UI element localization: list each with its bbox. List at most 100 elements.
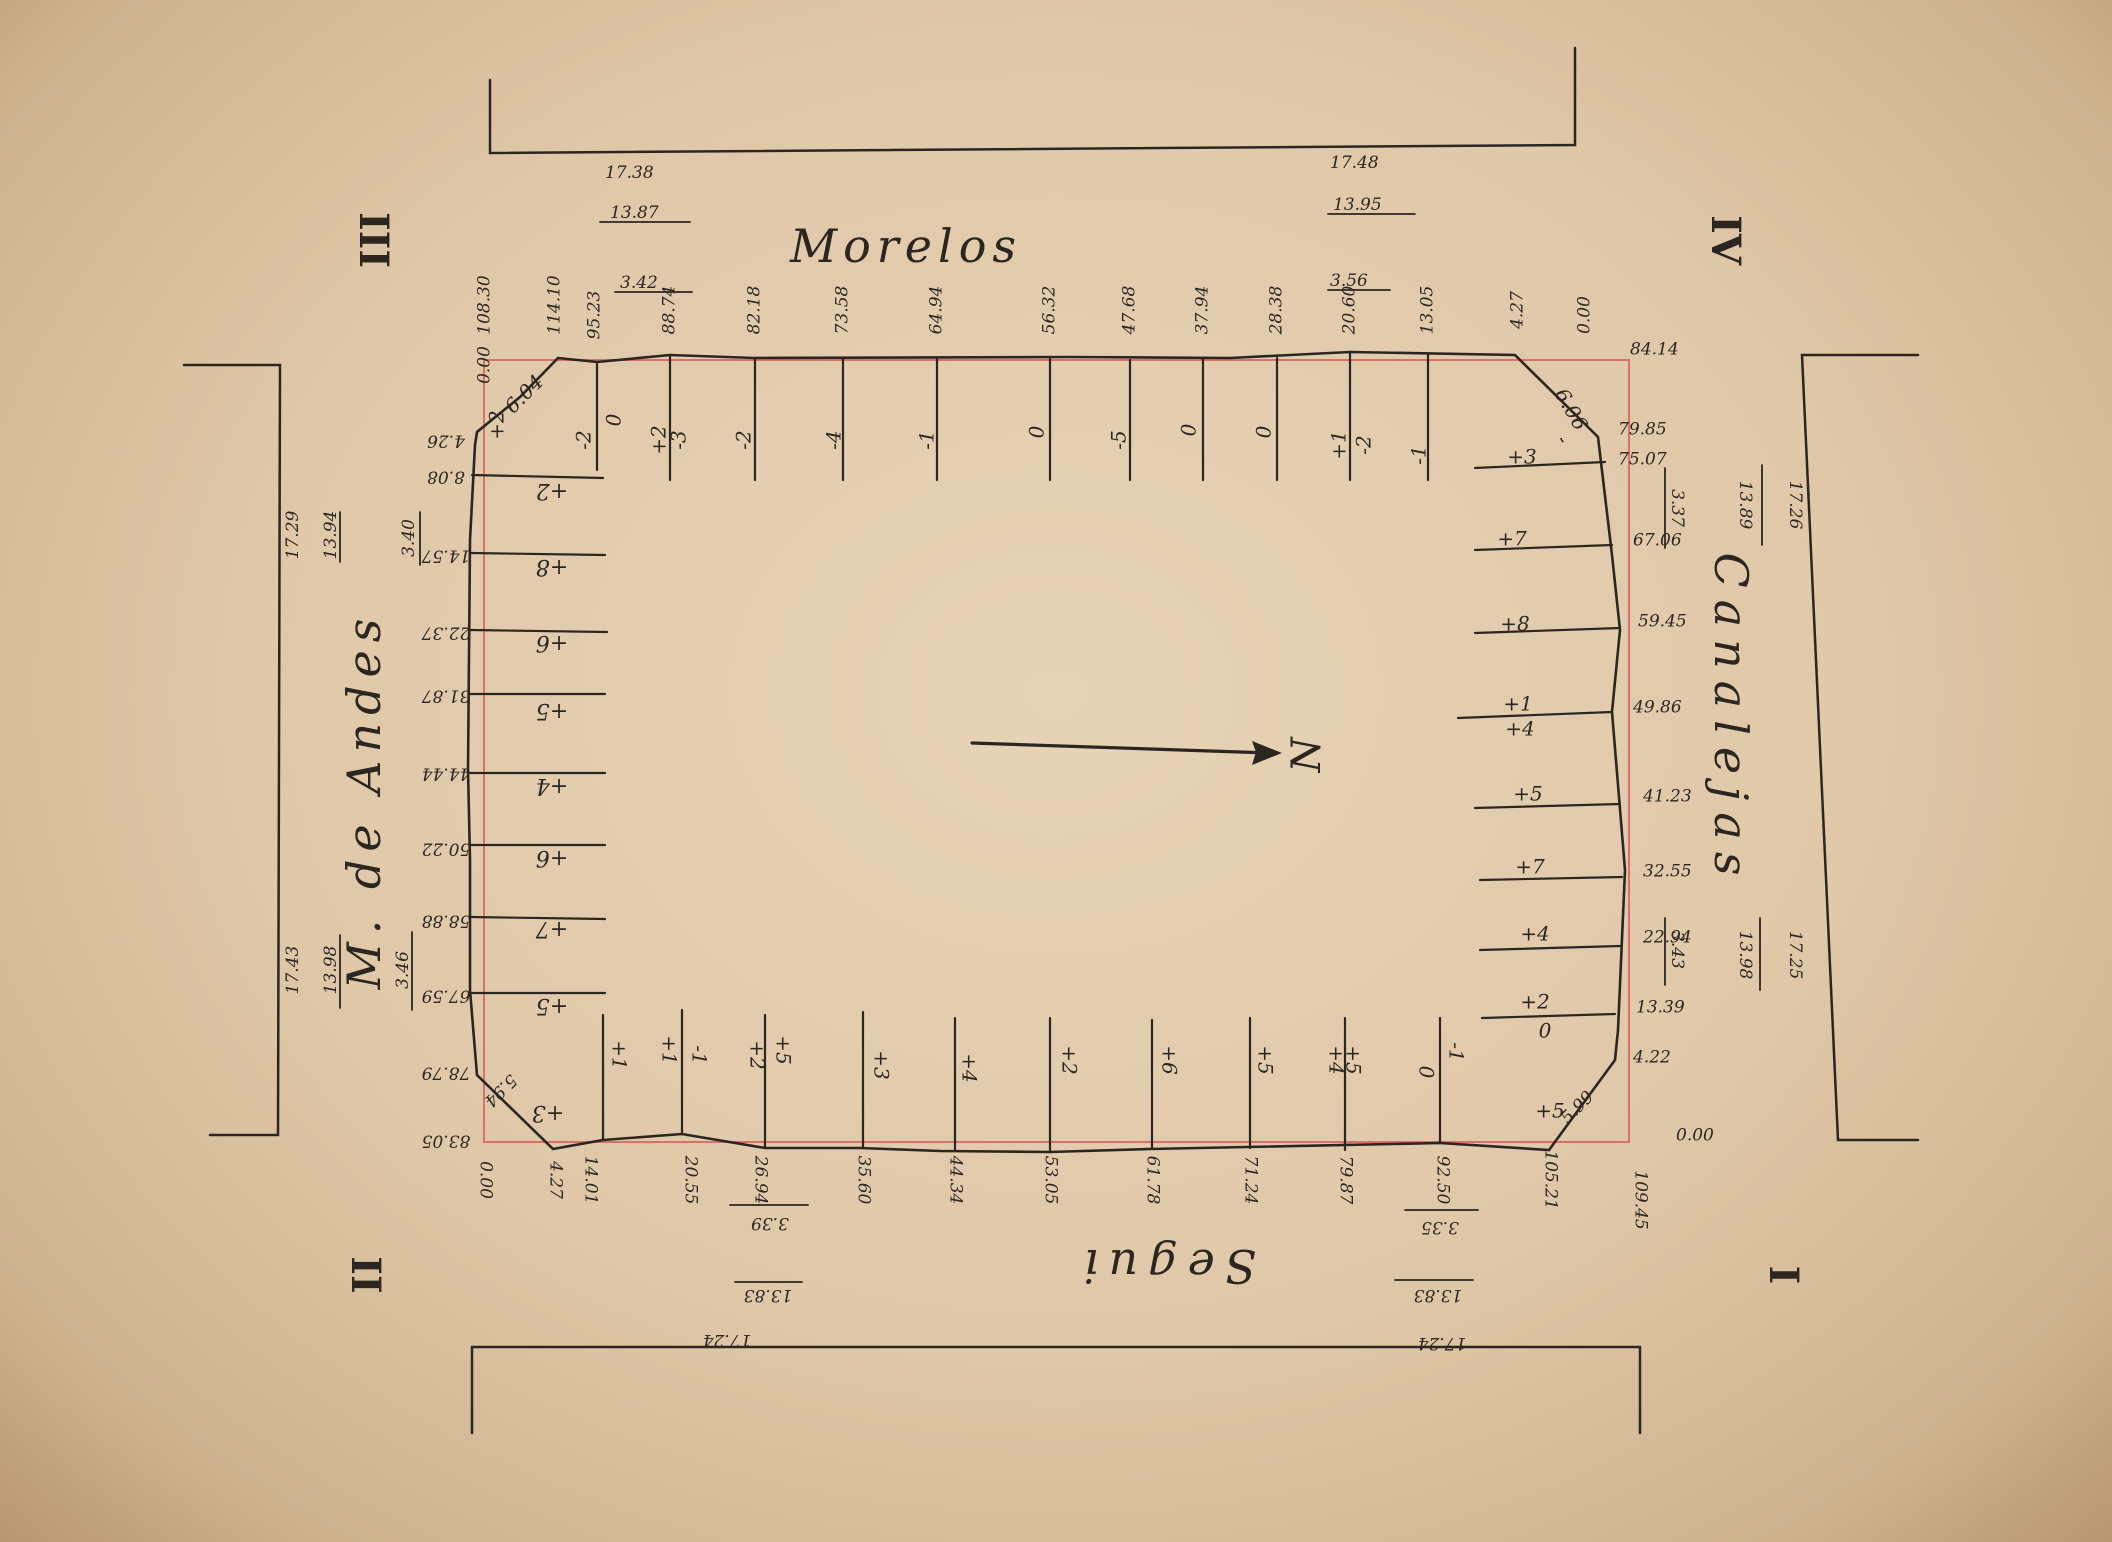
bottom-station-label: 0.00 xyxy=(476,1161,496,1199)
top-station-label: 108.30 xyxy=(475,275,495,335)
right-offset-label: +7 xyxy=(1515,855,1545,879)
left-station-label: 4.26 xyxy=(427,431,466,451)
right-station-label: 75.07 xyxy=(1618,450,1667,470)
top-offset-label: -2 xyxy=(572,430,596,449)
top-offset-label: -2 xyxy=(732,430,756,449)
right-station-label: 79.85 xyxy=(1618,420,1667,440)
width-underlines xyxy=(339,213,1763,1283)
top-station-label: 56.32 xyxy=(1040,286,1060,335)
right-offset-label: +8 xyxy=(1500,612,1529,636)
left-offset-label: +6 xyxy=(536,845,568,870)
bottom-curb-line xyxy=(470,1345,1642,1435)
width-right-upper-walk: 3.37 xyxy=(1667,489,1687,527)
left-station-label: 8.08 xyxy=(427,467,465,487)
right-offset-label: +5 xyxy=(1513,782,1542,806)
right-station-label: 109.45 xyxy=(1631,1170,1651,1229)
width-right-lower-walk: 3.43 xyxy=(1667,931,1687,969)
left-offset-label: +2 xyxy=(536,478,568,503)
top-station-label: 28.38 xyxy=(1267,285,1287,335)
right-widths: 17.26 13.89 3.37 17.25 13.98 3.43 xyxy=(1667,481,1805,980)
top-offset-lines xyxy=(595,350,1430,482)
width-top-right-road: 13.95 xyxy=(1333,195,1382,215)
top-offset-label: +2 xyxy=(647,425,671,454)
top-station-label: 114.10 xyxy=(545,275,565,335)
left-offset-label: +6 xyxy=(536,630,568,655)
bottom-offset-label: +5 xyxy=(772,1035,796,1064)
north-arrow-label: N xyxy=(1284,736,1330,774)
left-curb-line xyxy=(182,363,282,1137)
street-name-east: Canalejas xyxy=(1704,553,1758,888)
width-top-right-walk: 3.56 xyxy=(1330,271,1368,291)
bottom-offset-label: +6 xyxy=(1158,1045,1182,1075)
width-left-upper-walk: 3.40 xyxy=(399,519,419,557)
right-station-label: 59.45 xyxy=(1638,612,1687,632)
left-station-label: 22.37 xyxy=(421,623,471,643)
left-offset-label: +4 xyxy=(536,773,568,798)
left-station-label: 67.59 xyxy=(421,986,470,1006)
left-widths: 17.29 13.94 3.40 17.43 13.98 3.46 xyxy=(283,510,419,994)
top-curb-line xyxy=(488,46,1577,155)
top-offset-label: 0 xyxy=(1252,425,1276,438)
right-offset-label: +5 xyxy=(1535,1099,1564,1123)
width-right-upper-road: 13.89 xyxy=(1735,481,1755,530)
top-offset-label: -2 xyxy=(1352,435,1376,454)
right-offset-label: +2 xyxy=(1520,990,1549,1014)
top-station-label: 88.74 xyxy=(660,286,680,335)
top-station-label: 95.23 xyxy=(585,291,605,340)
width-right-upper-total: 17.26 xyxy=(1785,481,1805,530)
top-offset-label: 0 xyxy=(1177,423,1201,436)
width-top-left-road: 13.87 xyxy=(610,203,659,223)
width-bottom-left-total: 17.24 xyxy=(703,1330,752,1350)
right-station-label: 41.23 xyxy=(1642,787,1692,807)
bottom-widths: 17.24 13.83 3.39 17.24 13.83 3.35 xyxy=(703,1213,1467,1353)
right-offset-label: +4 xyxy=(1505,717,1534,741)
curb-brackets xyxy=(182,46,1920,1435)
bottom-station-label: 79.87 xyxy=(1336,1156,1356,1205)
top-station-label: 64.94 xyxy=(927,286,947,335)
width-top-left-total: 17.38 xyxy=(605,163,654,183)
right-offset-label: +3 xyxy=(1507,445,1536,469)
right-offset-label: +1 xyxy=(1503,692,1532,716)
top-offset-label: 0 xyxy=(1025,425,1049,438)
width-bottom-left-walk: 3.39 xyxy=(751,1213,789,1233)
left-offset-label: +3 xyxy=(532,1100,564,1125)
left-offset-label: +5 xyxy=(536,993,568,1018)
left-station-label: 78.79 xyxy=(421,1063,470,1083)
top-station-label: 0.00 xyxy=(475,346,495,384)
block-boundary xyxy=(466,350,1627,1154)
top-offset-label: -1 xyxy=(1407,445,1431,464)
top-station-label: 13.05 xyxy=(1418,286,1438,335)
top-offset-label: - xyxy=(1551,430,1575,448)
street-name-west: M. de Andes xyxy=(337,611,391,991)
top-offset-label: -3 xyxy=(667,430,691,449)
bottom-offset-label: +3 xyxy=(870,1050,894,1079)
bottom-offset-label: +2 xyxy=(1058,1045,1082,1074)
width-right-lower-road: 13.98 xyxy=(1735,931,1755,980)
top-station-label: 73.58 xyxy=(833,285,853,334)
bottom-station-label: 4.27 xyxy=(546,1160,566,1199)
right-station-label: 32.55 xyxy=(1643,862,1692,882)
left-offset-label: +5 xyxy=(536,698,568,723)
reference-rectangle xyxy=(483,359,1630,1143)
right-offset-label: +7 xyxy=(1497,527,1527,551)
right-station-label: 13.39 xyxy=(1636,998,1685,1018)
width-bottom-right-total: 17.24 xyxy=(1418,1333,1467,1353)
bottom-station-label: 71.24 xyxy=(1241,1156,1261,1205)
width-top-right-total: 17.48 xyxy=(1330,153,1379,173)
width-top-left-walk: 3.42 xyxy=(620,273,658,293)
bottom-offset-label: +4 xyxy=(1325,1045,1349,1074)
right-station-label: 4.22 xyxy=(1632,1048,1671,1068)
right-station-label: 0.00 xyxy=(1676,1126,1714,1146)
bottom-station-label: 14.01 xyxy=(581,1156,601,1205)
corner-label-bottom-right: I xyxy=(1760,1266,1807,1285)
bottom-station-label: 92.50 xyxy=(1433,1156,1453,1205)
corner-label-bottom-left: II xyxy=(342,1256,389,1293)
width-bottom-right-walk: 3.35 xyxy=(1421,1217,1459,1237)
left-station-label: 50.22 xyxy=(422,839,471,859)
left-station-label: 31.87 xyxy=(421,686,470,706)
north-arrow: N xyxy=(970,736,1330,774)
left-offset-lines xyxy=(468,473,609,995)
left-station-label: 44.44 xyxy=(422,764,472,784)
bottom-station-label: 105.21 xyxy=(1541,1150,1561,1209)
bottom-offset-label: +1 xyxy=(658,1035,682,1064)
